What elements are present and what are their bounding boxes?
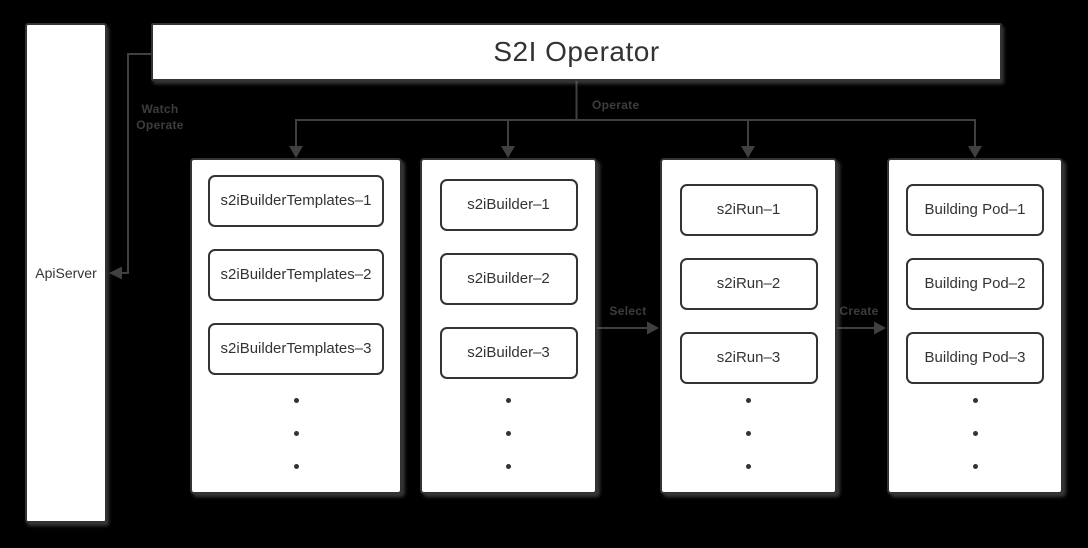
dot-icon [746, 464, 751, 469]
dot-icon [972, 431, 978, 436]
dot-icon [293, 464, 299, 469]
arrowhead-down-icon [289, 146, 303, 158]
node-box: s2iBuilderTemplates–3 [208, 323, 384, 375]
ellipsis-dots [889, 398, 1061, 469]
arrowhead-down-icon [501, 146, 515, 158]
dot-icon [746, 431, 751, 436]
ellipsis-dots [192, 398, 400, 469]
ellipsis-dots [662, 398, 835, 469]
arrowhead-right-icon [647, 321, 659, 335]
column-s2i-run: s2iRun–1 s2iRun–2 s2iRun–3 [660, 158, 837, 494]
arrowhead-left-icon [109, 266, 122, 280]
arrowhead-right-icon [874, 321, 886, 335]
dot-icon [746, 398, 751, 403]
dot-icon [506, 464, 511, 469]
operator-box: S2I Operator [151, 23, 1002, 81]
node-box: s2iRun–2 [679, 258, 818, 310]
column-s2i-builder: s2iBuilder–1 s2iBuilder–2 s2iBuilder–3 [420, 158, 597, 494]
api-server-label: ApiServer [35, 265, 97, 281]
node-box: Building Pod–2 [906, 258, 1044, 310]
arrowhead-down-icon [741, 146, 755, 158]
create-label: Create [839, 304, 879, 318]
distribution-line [295, 119, 976, 147]
node-box: s2iRun–1 [679, 184, 818, 236]
column-building-pod: Building Pod–1 Building Pod–2 Building P… [887, 158, 1063, 494]
operator-title: S2I Operator [493, 36, 660, 67]
operate-label: Operate [592, 98, 640, 112]
select-label: Select [609, 304, 647, 318]
api-server-box: ApiServer [25, 23, 107, 523]
dot-icon [293, 431, 299, 436]
node-box: s2iBuilderTemplates–2 [208, 249, 384, 301]
dot-icon [972, 398, 978, 403]
dot-icon [972, 464, 978, 469]
watch-operate-label: Watch Operate [136, 102, 184, 132]
node-box: s2iRun–3 [679, 332, 818, 384]
node-box: s2iBuilder–2 [439, 253, 578, 305]
watch-operate-line [122, 53, 151, 274]
arrowhead-down-icon [968, 146, 982, 158]
node-box: s2iBuilder–1 [439, 179, 578, 231]
node-box: Building Pod–1 [906, 184, 1044, 236]
node-box: s2iBuilderTemplates–1 [208, 175, 384, 227]
dot-icon [506, 398, 511, 403]
dot-icon [506, 431, 511, 436]
node-box: Building Pod–3 [906, 332, 1044, 384]
column-s2i-builder-templates: s2iBuilderTemplates–1 s2iBuilderTemplate… [190, 158, 402, 494]
dot-icon [293, 398, 299, 403]
ellipsis-dots [422, 398, 595, 469]
node-box: s2iBuilder–3 [439, 327, 578, 379]
